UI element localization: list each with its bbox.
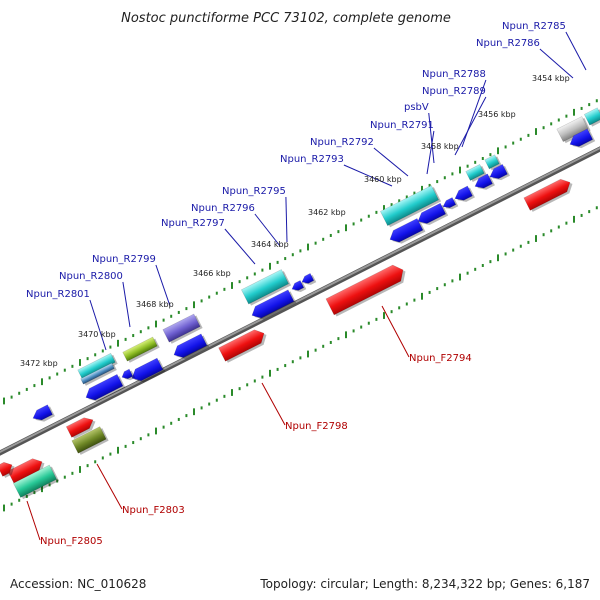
label-connector [26,500,41,541]
label-connector [285,196,288,243]
cds-reverse [291,280,307,292]
gene-label: Npun_R2788 [422,69,486,80]
label-connector [254,213,281,247]
lower-tick-row [3,206,598,512]
label-connector [224,228,256,265]
cds-reverse [85,374,126,402]
gene-label: psbV [404,102,429,113]
cds-reverse [474,173,495,190]
label-connector [373,147,409,177]
gene-label: Npun_F2803 [122,505,185,516]
gene-label: Npun_R2786 [476,38,540,49]
gene-label: Npun_F2794 [409,353,472,364]
gene-label: Npun_R2785 [502,21,566,32]
gene-label: Npun_R2789 [422,86,486,97]
label-connector [426,130,435,175]
gene-label: Npun_R2801 [26,289,90,300]
label-connector [261,382,286,426]
gene-npun-f2794-neighbor [523,178,573,212]
label-connector [461,79,487,148]
cds-forward [7,458,45,486]
reverse-strand-labels: Npun_R2785Npun_R2786Npun_R2788Npun_R2789… [26,21,566,300]
cds-reverse [569,128,596,149]
gene-npun-f2794 [325,264,406,317]
gene-npun-f2805-box [12,464,60,500]
cds-reverse [32,404,55,422]
scale-ticks [3,99,598,512]
gene-npun-r2797-box [240,269,292,306]
cds-reverse [454,185,475,202]
label-connector [96,463,123,510]
gene-label: Npun_R2792 [310,137,374,148]
gene-npun-r2785-box [583,107,600,127]
kbp-label: 3472 kbp [20,359,58,368]
gene-npun-r2800-box [122,336,160,363]
cds-reverse [121,368,136,381]
cds-reverse [251,289,297,320]
gene-npun-r2793-box [379,185,442,228]
gene-npun-f2798 [218,329,267,363]
gene-label: Npun_R2793 [280,154,344,165]
label-connector [122,281,131,328]
gene-label: Npun_R2795 [222,186,286,197]
cds-reverse [417,202,449,226]
accession-text: Accession: NC_010628 [10,577,147,591]
map-title: Nostoc punctiforme PCC 73102, complete g… [121,11,451,26]
cds-reverse [301,273,317,285]
cds-reverse [442,197,459,210]
kbp-label: 3468 kbp [136,300,174,309]
cds-forward [0,461,15,478]
label-connector [428,112,435,164]
genome-stats-text: Topology: circular; Length: 8,234,322 bp… [260,577,590,591]
cds-reverse [389,218,426,244]
gene-psbv-box [465,164,487,182]
label-connector [381,305,410,358]
kbp-label: 3454 kbp [532,74,570,83]
cds-reverse [173,333,210,360]
cds-reverse [131,357,166,383]
cds-reverse [489,163,510,181]
gene-label: Npun_R2797 [161,218,225,229]
kbp-labels: 3454 kbp 3456 kbp 3458 kbp 3460 kbp 3462 kbp… [20,74,570,368]
gene-npun-r2799-box [162,313,203,344]
gene-label: Npun_R2800 [59,271,123,282]
kbp-label: 3456 kbp [478,110,516,119]
gene-npun-f2803-box [71,426,109,455]
label-connector [89,299,107,351]
kbp-label: 3462 kbp [308,208,346,217]
label-connector [343,164,393,187]
gene-label: Npun_R2796 [191,203,255,214]
kbp-label: 3464 kbp [251,240,289,249]
gene-label: Npun_R2791 [370,120,434,131]
kbp-label: 3470 kbp [78,330,116,339]
gene-features [0,107,600,500]
kbp-label: 3458 kbp [421,142,459,151]
kbp-label: 3460 kbp [364,175,402,184]
kbp-label: 3466 kbp [193,269,231,278]
upper-tick-row [3,99,598,405]
gene-npun-r2801-band [80,362,117,386]
gene-npun-r2801-box [77,352,118,381]
cds-forward [65,417,96,439]
gene-label: Npun_F2798 [285,421,348,432]
gene-label: Npun_F2805 [40,536,103,547]
gene-npun-r2786-box [556,116,591,144]
label-connector [539,48,574,79]
label-connector [454,96,487,156]
label-connector [155,264,171,307]
label-callouts [26,31,587,541]
label-connector [565,31,587,71]
gene-label: Npun_R2799 [92,254,156,265]
